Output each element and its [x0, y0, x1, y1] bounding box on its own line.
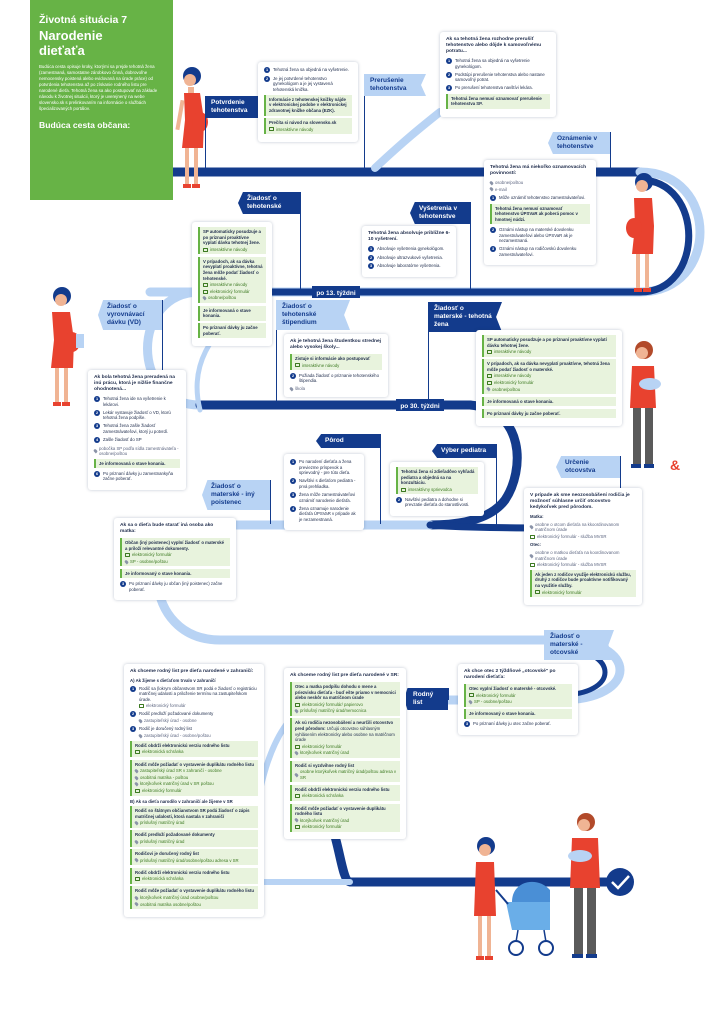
card-pediatr: Tehotná žena si zdieľadôvo vyhľadá pedia…	[390, 462, 484, 516]
flag-ziadost-tehotenske: Žiadosť o tehotenské	[238, 192, 300, 214]
road-label-30: po 30. týždni	[400, 403, 440, 410]
flag-materske-otcovske: Žiadosť o materské - otcovské	[544, 630, 614, 660]
title-line-1: Narodenie	[39, 28, 103, 43]
flag-rodny-list: Rodný list	[404, 688, 448, 710]
card-rodny-list-zahranici: Ak chceme rodný list pre dieťa narodené …	[124, 664, 264, 917]
flag-materske-tehotna: Žiadosť o materské - tehotná žena	[428, 302, 502, 332]
ampersand-icon: &	[670, 457, 680, 473]
situation-label: Životná situácia 7	[39, 14, 128, 26]
card-otcovstvo: V prípade ak sme neozosobášení rodičia j…	[524, 488, 642, 605]
card-vysetrenia: Tehotná žena absolvuje približne 6-10 vy…	[362, 226, 456, 277]
page-title: Narodenie dieťaťa	[39, 28, 164, 58]
pregnant-woman-2-icon	[626, 173, 654, 292]
father-icon	[568, 813, 600, 958]
flag-materske-iny: Žiadosť o materské - iný poistenec	[202, 480, 270, 510]
card-vyrovnavaci: Ak bola tehotná žena preradená na inú pr…	[88, 370, 186, 490]
flag-urcenie-otcovstva: Určenie otcovstva	[556, 456, 620, 478]
family-with-stroller-icon	[474, 837, 554, 960]
flag-prerusenie: Prerušenie tehotenstva	[364, 74, 426, 96]
flag-stipendium: Žiadosť o tehotenské štipendium	[276, 300, 350, 330]
card-stipendium: Ak je tehotná žena študentkou strednej a…	[284, 334, 388, 397]
flag-vysetrenia: Vyšetrenia v tehotenstve	[410, 202, 470, 224]
card-prerusenie: Ak sa tehotná žena rozhodne prerušiť teh…	[440, 32, 556, 117]
flag-vyrovnavaci-davka: Žiadosť o vyrovnávací dávku (VD)	[98, 300, 162, 330]
finish-check-icon	[606, 868, 634, 896]
card-ziadost-tehotenske: SP automaticky posudzuje a po priznaní p…	[192, 222, 272, 346]
header-panel: Životná situácia 7 Narodenie dieťaťa Bud…	[30, 0, 173, 200]
intro-text: Budúca cesta opisuje kroky, ktorými sa p…	[39, 64, 158, 111]
journey-label: Budúca cesta občana:	[39, 120, 131, 130]
road-label-13: po 13. týždni	[316, 290, 356, 297]
pregnant-woman-3-icon	[51, 287, 84, 406]
card-rodny-list-sr: Ak chceme rodný list pre dieťa narodené …	[284, 668, 406, 840]
card-oznamenie: Tehotná žena má niekoľko oznamovacích po…	[484, 160, 596, 265]
card-materske-iny: Ak sa o dieťa bude starať iná osoba ako …	[114, 518, 236, 600]
flag-oznamenie: Oznámenie v tehotenstve	[548, 132, 610, 154]
link-interaktivne-navody[interactable]: interaktívne návody	[276, 126, 314, 132]
card-materske-otcovske: Ak chce otec 2 týždňové „otcovské" po na…	[458, 664, 578, 735]
pregnant-woman-1-icon	[175, 67, 208, 188]
card-materske-tehotna: SP automaticky posudzuje a po priznaní p…	[476, 330, 622, 426]
title-line-2: dieťaťa	[39, 43, 85, 58]
father-with-baby-icon	[630, 341, 661, 468]
flag-potvrdenie: Potvrdenie tehotenstva	[205, 96, 267, 118]
flag-porod: Pôrod	[316, 434, 380, 448]
flag-vyber-pediatra: Výber pediatra	[432, 444, 496, 458]
